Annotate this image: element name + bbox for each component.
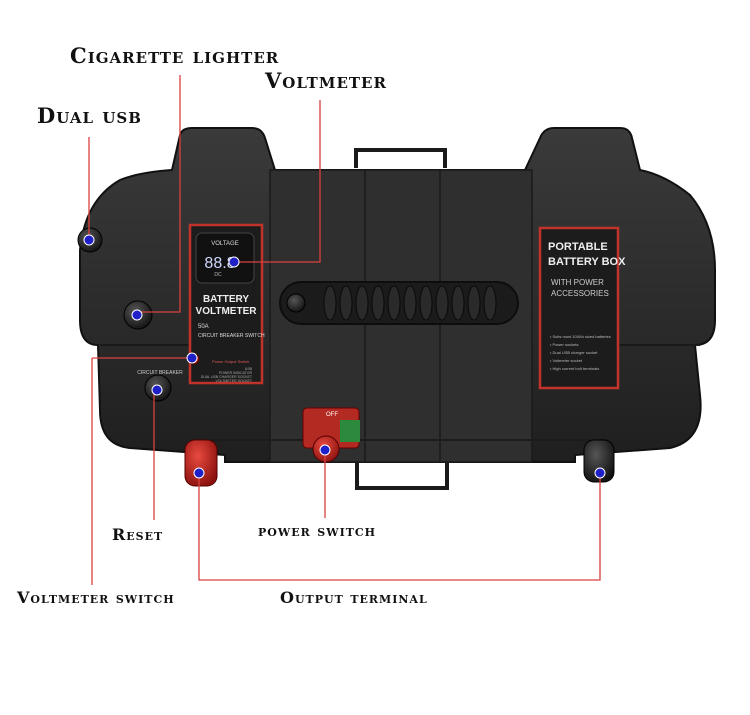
breaker-label: CIRCUIT BREAKER [137,370,183,376]
panel-title-line1: BATTERY [203,294,249,305]
marker-dual-usb [83,234,95,246]
voltmeter-digits: 88.8 [204,255,235,272]
handle-grip-ridge [467,285,481,321]
voltmeter-display-label: VOLTAGE [211,241,238,247]
marker-positive-terminal [193,467,205,479]
carry-handle [279,281,519,325]
top-wire-handle [354,148,447,168]
positive-output-terminal[interactable] [184,439,218,487]
handle-grip-ridge [483,285,497,321]
handle-grip-ridge [419,285,433,321]
info-bullet: • Voltmeter socket [550,358,583,363]
info-bullet: • Suits most 100Ah sized batteries [550,334,611,339]
info-bullet: • Dual USB charger socket [550,350,598,355]
panel-title-line2: VOLTMETER [196,306,258,317]
marker-voltmeter-switch [186,352,198,364]
small-print-2: POWER INDICATOR [219,371,253,375]
leader-cigarette-lighter [140,75,181,313]
handle-grip-ridge [323,285,337,321]
handle-grip-ridge [435,285,449,321]
marker-power-switch [319,444,331,456]
label-output-terminal: Output terminal [280,588,428,607]
marker-voltmeter [228,256,240,268]
voltmeter-panel: VOLTAGE 88.8 DC BATTERY VOLTMETER 50A CI… [188,223,265,385]
handle-grip-ridge [451,285,465,321]
info-subtitle-line1: WITH POWER [551,278,604,287]
small-print-4: VOLTMETER SOCKET [216,379,253,383]
leader-voltmeter [234,100,321,263]
handle-grip-ridge [355,285,369,321]
marker-cigarette-lighter [131,309,143,321]
label-power-switch: power switch [258,521,377,540]
handle-grip-ridge [339,285,353,321]
info-bullet: • Power sockets [550,342,579,347]
handle-grip-ridge [371,285,385,321]
marker-dots [83,234,606,479]
power-switch-label: OFF [326,412,338,418]
info-bullet: • High current bolt terminals [550,366,599,371]
label-voltmeter: Voltmeter [265,68,387,93]
voltmeter-unit: DC [214,272,222,278]
switch-note: Power Output Switch [212,359,249,364]
leader-voltmeter-switch [91,357,191,585]
marker-negative-terminal [594,467,606,479]
power-switch[interactable]: OFF [302,407,360,463]
info-subtitle-line2: ACCESSORIES [551,289,609,298]
label-dual-usb: Dual usb [37,103,142,128]
info-title-line2: BATTERY BOX [548,256,626,268]
handle-grip-ridge [387,285,401,321]
info-title-line1: PORTABLE [548,241,608,253]
product-info-panel: PORTABLE BATTERY BOX WITH POWER ACCESSOR… [538,226,626,390]
small-print-3: DUAL USB CHARGER SOCKET [201,375,253,379]
label-reset: Reset [112,525,164,544]
label-cigarette-lighter: Cigarette lighter [70,43,280,68]
breaker-rating: 50A [198,324,209,330]
negative-output-terminal[interactable] [583,439,615,483]
marker-reset [151,384,163,396]
label-voltmeter-switch: Voltmeter switch [17,588,175,607]
breaker-caption: CIRCUIT BREAKER SWITCH [198,333,265,339]
handle-grip-ridge [403,285,417,321]
leader-output-terminal [198,474,601,581]
bottom-wire-handle [355,452,449,490]
small-print-1: USB [245,367,253,371]
annotation-lines [88,75,601,585]
